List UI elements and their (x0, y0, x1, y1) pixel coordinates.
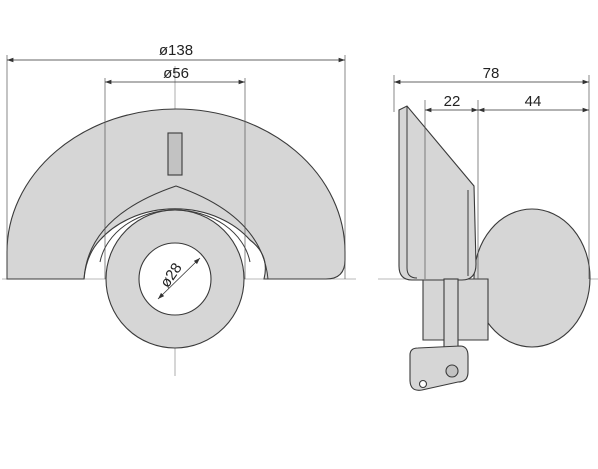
clamp-plate-inner-edge (406, 106, 418, 279)
dim-right: 44 (525, 93, 542, 110)
lever-foot (409, 345, 469, 391)
dim-left: 22 (444, 93, 461, 110)
front-view: ø138 ø56 ø28 (2, 42, 356, 376)
dim-inner-diameter: ø56 (163, 65, 189, 82)
side-view: 78 22 44 (378, 65, 598, 391)
slot (167, 132, 183, 176)
dim-outer-diameter: ø138 (159, 42, 193, 59)
recess-arc (83, 185, 269, 280)
pin (445, 364, 459, 378)
dim-overall: 78 (483, 65, 500, 82)
ball (473, 208, 591, 348)
dimension-line-bore (157, 257, 201, 300)
clamp-plate (398, 105, 477, 281)
hub-inner-arc (99, 209, 251, 263)
pivot-hole (418, 379, 428, 389)
